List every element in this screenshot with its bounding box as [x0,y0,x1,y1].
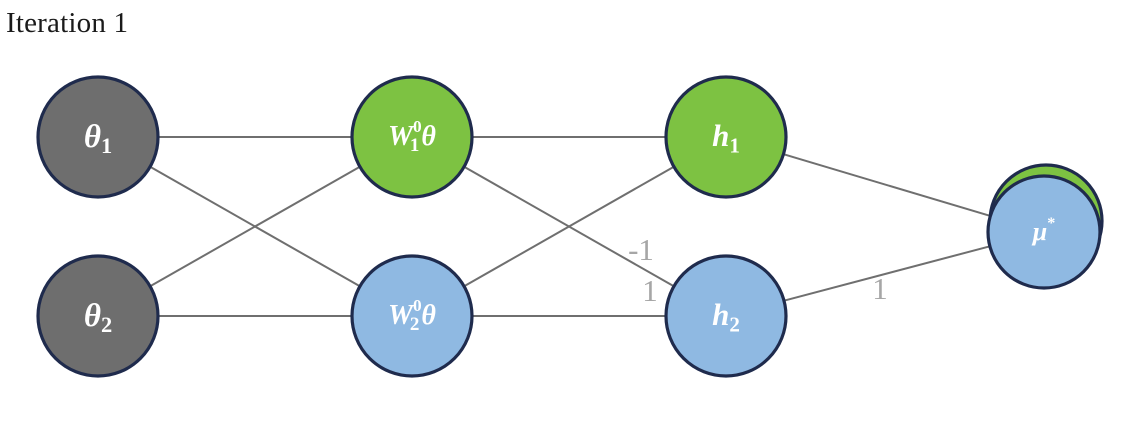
node-circle-h1[interactable] [664,75,788,199]
node-label-theta1: θ1 [84,119,112,159]
node-h2[interactable]: h2 [664,254,788,378]
node-circle-w2theta[interactable] [350,254,474,378]
node-circle-mu-star-front[interactable] [986,174,1102,290]
node-label-h1: h1 [712,118,740,157]
edge-h2-mu [783,245,991,302]
edge-labels-layer: -1 1 1 [628,232,888,308]
node-circle-w1theta[interactable] [350,75,474,199]
node-circle-theta2[interactable] [36,254,160,378]
edge-weight-label-w1-h2: -1 [628,232,654,267]
node-label-mu-star: μ* [1031,215,1056,246]
edge-weight-label-w2-h2: 1 [642,273,658,308]
edge-w2-h1 [463,165,675,288]
node-circle-theta1[interactable] [36,75,160,199]
edge-h1-mu [783,153,991,217]
node-label-theta2: θ2 [84,298,112,338]
node-theta1[interactable]: θ1 [36,75,160,199]
node-mu-star[interactable]: μ* [986,163,1104,290]
node-h1[interactable]: h1 [664,75,788,199]
node-theta2[interactable]: θ2 [36,254,160,378]
edge-weight-label-h2-mu: 1 [872,271,888,306]
node-label-h2: h2 [712,297,740,336]
edges-layer [149,136,991,317]
edge-theta2-w1 [149,165,361,288]
page-title: Iteration 1 [6,7,129,39]
node-circle-h2[interactable] [664,254,788,378]
